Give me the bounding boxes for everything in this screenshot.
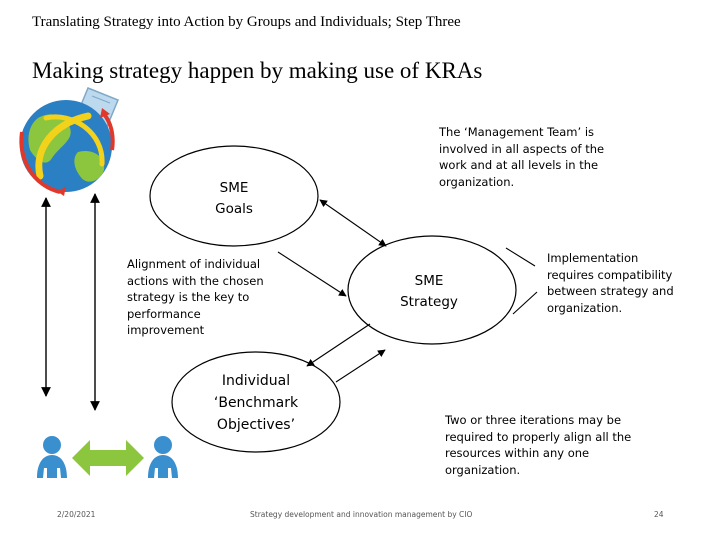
arrow-alignment-strategy <box>277 251 347 297</box>
arrow-implementation-b <box>512 291 538 315</box>
person-icon-right <box>148 436 178 478</box>
footer-date: 2/20/2021 <box>57 510 96 519</box>
objectives-label: Individual ‘Benchmark Objectives’ <box>186 370 326 436</box>
goals-ellipse <box>149 145 319 247</box>
strategy-label-line2: Strategy <box>400 294 458 310</box>
double-arrow-green-icon <box>72 440 144 476</box>
strategy-ellipse <box>347 235 517 345</box>
goals-label-line2: Goals <box>215 201 253 217</box>
slide-title: Making strategy happen by making use of … <box>32 58 483 83</box>
strategy-label-line1: SME <box>414 273 444 289</box>
arrow-goals-strategy <box>319 199 387 247</box>
implementation-note: Implementation requires compatibility be… <box>547 251 674 315</box>
strategy-label: SME Strategy <box>369 271 489 313</box>
objectives-label-line3: Objectives’ <box>216 417 296 433</box>
objectives-ellipse <box>171 351 341 453</box>
page-number: 24 <box>654 510 664 519</box>
objectives-label-line2: ‘Benchmark <box>213 395 299 411</box>
iterations-note: Two or three iterations may be required … <box>445 413 632 477</box>
arrow-implementation-a <box>505 247 536 267</box>
header-subtitle: Translating Strategy into Action by Grou… <box>32 14 461 30</box>
goals-label: SME Goals <box>174 178 294 220</box>
management-team-note: The ‘Management Team’ is involved in all… <box>439 125 605 189</box>
alignment-note: Alignment of individual actions with the… <box>127 257 264 338</box>
goals-label-line1: SME <box>219 180 249 196</box>
objectives-label-line1: Individual <box>221 373 291 389</box>
person-icon-left <box>37 436 67 478</box>
arrow-objectives-strategy-b <box>335 349 386 383</box>
globe-icon <box>19 87 119 196</box>
arrow-objectives-strategy-a <box>306 323 371 367</box>
footer-center: Strategy development and innovation mana… <box>250 510 473 519</box>
